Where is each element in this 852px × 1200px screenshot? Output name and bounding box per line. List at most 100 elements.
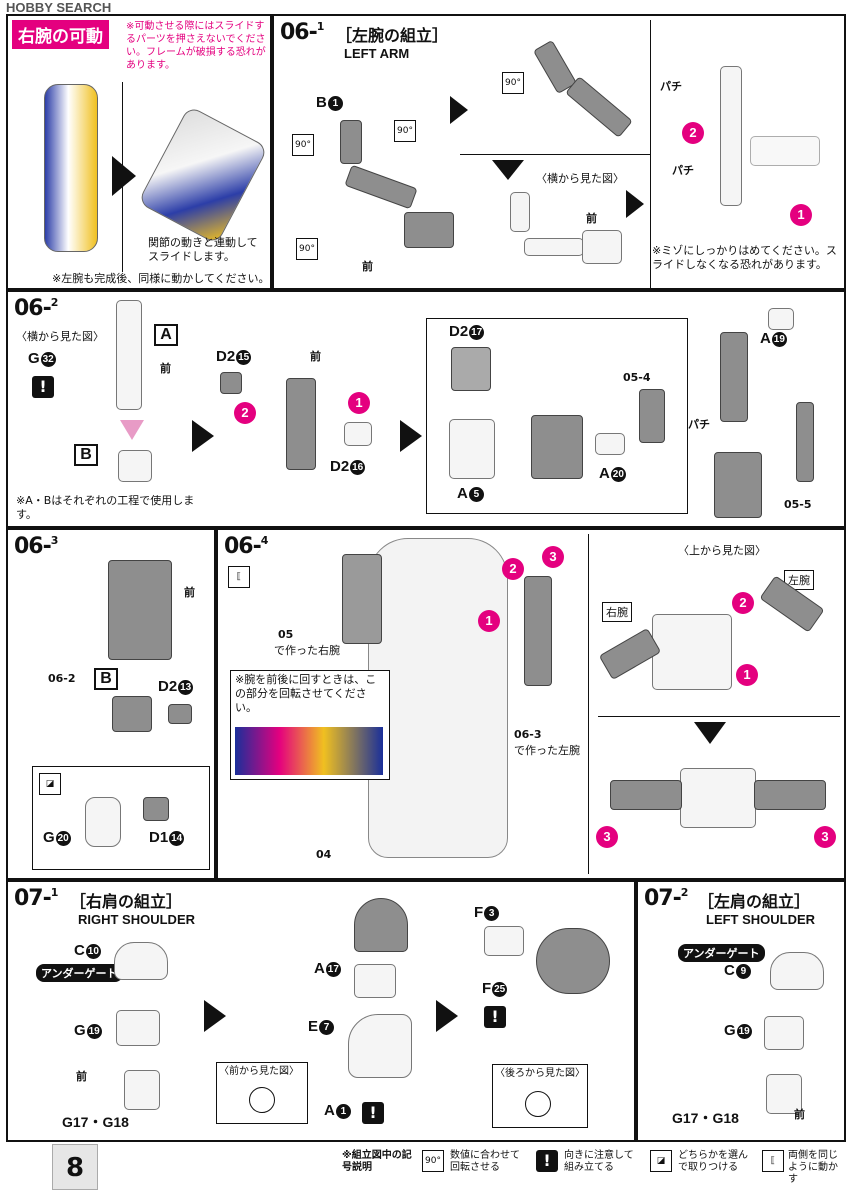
step-label-06-2: 06-2 [14, 296, 58, 321]
ab-note: ※A・Bはそれぞれの工程で使用します。 [16, 494, 195, 521]
arm-frame-part [720, 332, 748, 422]
arm-frame-part [286, 378, 316, 470]
arrow-right [626, 190, 644, 218]
arm-frame-part [524, 576, 552, 686]
detail-circle [249, 1087, 275, 1113]
step-badge-3: 3 [814, 826, 836, 848]
shoulder-part [114, 942, 168, 980]
watermark: HOBBY SEARCH [6, 0, 112, 15]
title-right-arm-motion: 右腕の可動 [12, 20, 109, 49]
snap-label: パチ [672, 164, 694, 177]
legend-rotate-text: 数値に合わせて回転させる [450, 1150, 520, 1173]
step-badge-2: 2 [682, 122, 704, 144]
arm-frame-part [112, 696, 152, 732]
arrow-right [400, 420, 422, 452]
arm-frame-part [720, 66, 742, 206]
arm-frame-part [344, 164, 418, 210]
front-label: 前 [184, 586, 195, 599]
arm-frame-part [116, 300, 142, 410]
title-right-shoulder-en: RIGHT SHOULDER [78, 912, 195, 927]
side-view-label: 〈横から見た図〉 [536, 172, 624, 185]
front-view-box: 〈前から見た図〉 [216, 1062, 308, 1124]
rotate-90-icon: 90° [292, 134, 314, 156]
both-sides-icon: ⟦ [762, 1150, 784, 1172]
rotate-90-icon: 90° [394, 120, 416, 142]
arm-frame-part [595, 433, 625, 455]
step-badge-1: 1 [478, 610, 500, 632]
shoulder-armor-part [536, 928, 610, 994]
arrow-right [192, 420, 214, 452]
step-badge-3: 3 [596, 826, 618, 848]
front-view-label: 〈前から見た図〉 [219, 1066, 299, 1077]
arm-frame-part [342, 554, 382, 644]
arrow-down [492, 160, 524, 180]
right-arm-made: で作った右腕 [274, 644, 340, 657]
ref-05-4: 05-4 [623, 371, 651, 384]
arm-frame-part [404, 212, 454, 248]
torso-part [680, 768, 756, 828]
panel-right-arm-motion: 右腕の可動 ※可動させる際にはスライドするパーツを押さえないでください。フレーム… [6, 14, 272, 290]
title-right-shoulder-jp: ［右肩の組立］ [70, 892, 183, 911]
arm-frame-part [344, 422, 372, 446]
title-left-arm-jp: ［左腕の組立］ [336, 26, 449, 45]
arm-frame-part [610, 780, 682, 810]
arm-figure-left [44, 84, 98, 252]
arm-frame-part [531, 415, 583, 479]
arm-frame-part [565, 76, 633, 138]
groove-note: ※ミゾにしっかりはめてください。スライドしなくなる恐れがあります。 [652, 244, 837, 271]
front-label: 前 [76, 1070, 87, 1083]
rotate-90-icon: 90° [422, 1150, 444, 1172]
caution-icon: ! [536, 1150, 558, 1172]
rotate-detail-photo [235, 727, 383, 775]
arrow-right [112, 156, 136, 196]
arm-figure-right [137, 105, 269, 245]
part-g17-18: G17・G18 [672, 1110, 739, 1126]
shoulder-part [764, 1016, 804, 1050]
step-label-06-3: 06-3 [14, 534, 58, 559]
shoulder-part [116, 1010, 160, 1046]
ref-06-3: 06-3 [514, 728, 542, 741]
step-badge-2: 2 [732, 592, 754, 614]
step-label-06-1: 06-1 [280, 20, 324, 45]
step-badge-1: 1 [790, 204, 812, 226]
arm-frame-part [796, 402, 814, 482]
detail-circle [525, 1091, 551, 1117]
step-label-07-1: 07-1 [14, 886, 58, 911]
motion-warning: ※可動させる際にはスライドするパーツを押さえないでください。フレームが破損する恐… [126, 21, 266, 71]
box-label-a: A [154, 324, 178, 346]
snap-label: パチ [660, 80, 682, 93]
shoulder-part [348, 1014, 412, 1078]
title-left-shoulder-en: LEFT SHOULDER [706, 912, 816, 927]
legend-caution-text: 向きに注意して組み立てる [564, 1150, 634, 1173]
arm-frame-part [449, 419, 495, 479]
arm-frame-part [451, 347, 491, 391]
front-label: 前 [160, 362, 171, 375]
shoulder-part [770, 952, 824, 990]
step-label-07-2: 07-2 [644, 886, 688, 911]
arrow-right [436, 1000, 458, 1032]
rotate-note: ※腕を前後に回すときは、この部分を回転させてください。 [235, 673, 377, 714]
slide-note: 関節の動きと連動してスライドします。 [148, 236, 258, 263]
left-arm-note: ※左腕も完成後、同様に動かしてください。 [52, 272, 270, 285]
caution-icon: ! [484, 1006, 506, 1028]
arm-frame-part [340, 120, 362, 164]
top-view-label: 〈上から見た図〉 [678, 544, 766, 557]
legend-title: ※組立図中の記号説明 [342, 1150, 412, 1173]
choose-one-icon: ◪ [39, 773, 61, 795]
arm-frame-part [714, 452, 762, 518]
both-sides-icon: ⟦ [228, 566, 250, 588]
rotate-90-icon: 90° [502, 72, 524, 94]
right-arm-label: 右腕 [602, 602, 632, 622]
left-arm-made: で作った左腕 [514, 744, 580, 757]
